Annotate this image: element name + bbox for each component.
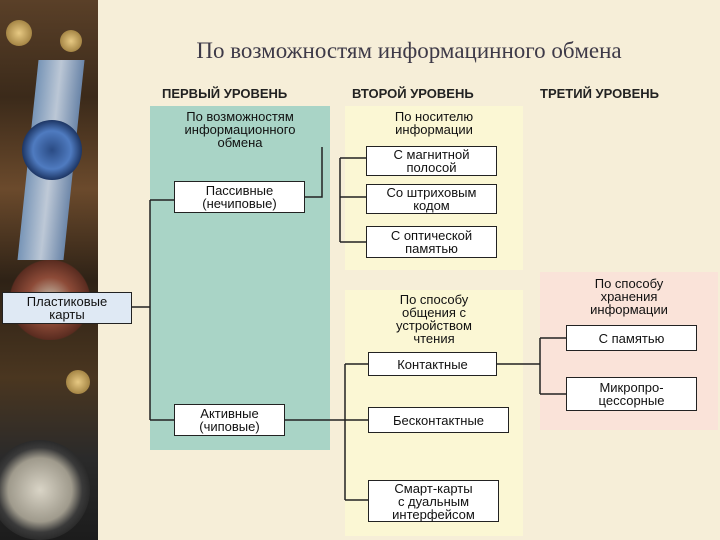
passive-box: Пассивные(нечиповые)	[174, 181, 305, 213]
contact-box: Контактные	[368, 352, 497, 376]
coin-image	[66, 370, 90, 394]
microprocessor-box: Микропро-цессорные	[566, 377, 697, 411]
coin-image	[6, 20, 32, 46]
level-label-second: ВТОРОЙ УРОВЕНЬ	[352, 86, 474, 101]
contactless-box: Бесконтактные	[368, 407, 509, 433]
coin-image	[60, 30, 82, 52]
decorative-photo-strip	[0, 0, 98, 540]
level-label-third: ТРЕТИЙ УРОВЕНЬ	[540, 86, 660, 101]
medal-rosette-image	[22, 120, 82, 180]
with-memory-box: С памятью	[566, 325, 697, 351]
first-level-panel	[150, 106, 330, 450]
storage-panel-title: По способу хранения информации	[590, 276, 668, 317]
carrier-panel-title: По носителю информации	[394, 109, 474, 137]
slide-title: По возможностям информацинного обмена	[196, 38, 622, 63]
first-level-panel-title: По возможностям информационного обмена	[184, 109, 296, 150]
reader-panel-title: По способу общения с устройством чтения	[396, 292, 472, 346]
compass-image	[0, 440, 90, 540]
level-label-first: ПЕРВЫЙ УРОВЕНЬ	[162, 86, 288, 101]
active-box: Активные(чиповые)	[174, 404, 285, 436]
